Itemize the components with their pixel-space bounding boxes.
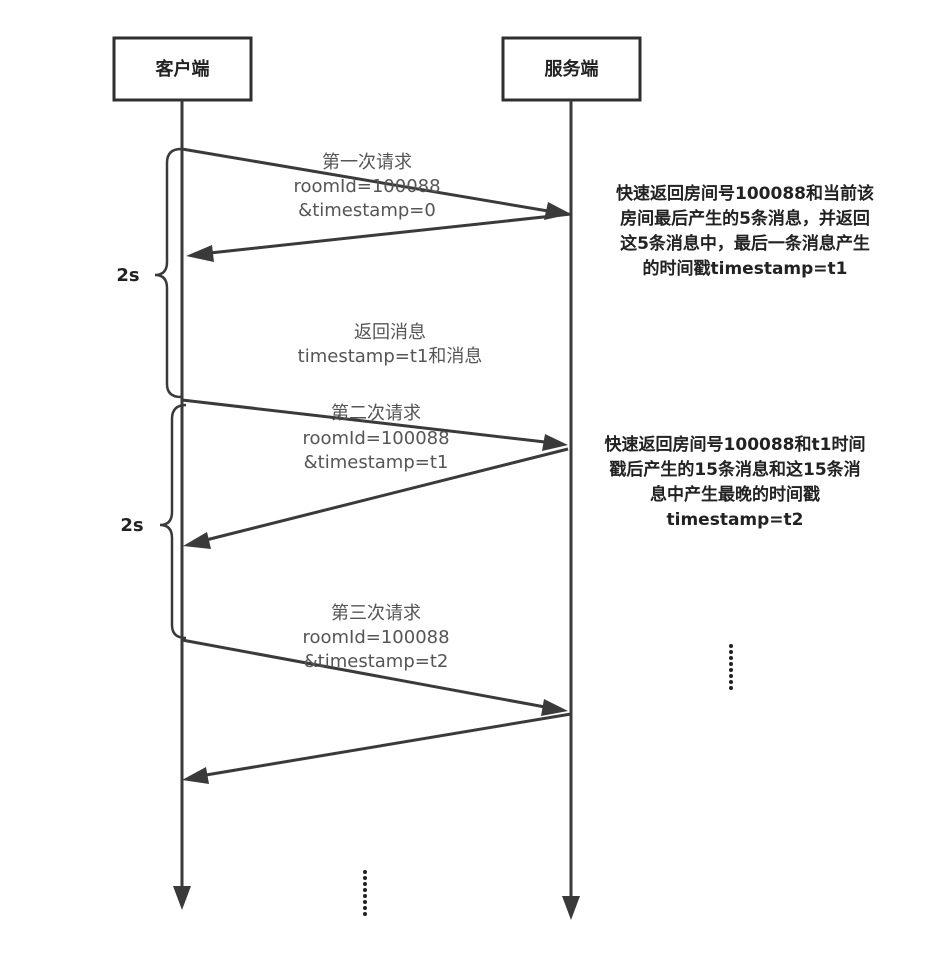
- client-actor: 客户端: [112, 36, 253, 102]
- first-note-line-3: 这5条消息中，最后一条消息产生: [620, 233, 870, 254]
- second-response-arrowhead: [183, 532, 211, 549]
- second-request-title: 第二次请求: [331, 403, 421, 424]
- second-request-param-room: roomId=100088: [302, 428, 449, 449]
- first-request-param-timestamp: &timestamp=0: [298, 200, 436, 221]
- third-response-arrow: [205, 712, 572, 777]
- first-request-title: 第一次请求: [322, 152, 412, 173]
- server-actor: 服务端: [501, 36, 642, 102]
- second-request-arrowhead: [542, 434, 568, 451]
- second-request-param-timestamp: &timestamp=t1: [304, 452, 449, 473]
- second-interval-brace: [159, 403, 187, 640]
- second-note-line-1: 快速返回房间号100088和t1时间: [605, 434, 866, 455]
- server-actor-label: 服务端: [545, 58, 599, 80]
- client-actor-label: 客户端: [156, 58, 210, 80]
- third-request-title: 第三次请求: [331, 603, 421, 624]
- server-lifeline-arrowhead: [562, 896, 580, 920]
- first-note-line-1: 快速返回房间号100088和当前该: [616, 183, 874, 204]
- client-actor-box: [112, 36, 253, 102]
- first-response-title: 返回消息: [354, 322, 426, 343]
- timeline-continuation-dots: [363, 870, 367, 916]
- second-note-line-4: timestamp=t2: [667, 510, 804, 530]
- first-response-detail: timestamp=t1和消息: [298, 346, 483, 367]
- first-response-arrow: [209, 212, 572, 255]
- second-note-line-2: 戳后产生的15条消息和这15条消: [609, 459, 860, 480]
- first-response-arrowhead: [186, 245, 214, 262]
- first-request-param-room: roomId=100088: [293, 176, 440, 197]
- server-side-continuation-dots: [729, 644, 733, 690]
- second-note-line-3: 息中产生最晚的时间戳: [650, 484, 820, 505]
- first-note-line-4: 的时间戳timestamp=t1: [643, 258, 848, 279]
- second-server-note: 快速返回房间号100088和t1时间 戳后产生的15条消息和这15条消 息中产生…: [605, 434, 866, 530]
- first-request-arrow: [181, 147, 549, 213]
- first-server-note: 快速返回房间号100088和当前该 房间最后产生的5条消息，并返回 这5条消息中…: [616, 183, 874, 279]
- second-request-arrow: [181, 398, 546, 444]
- third-request-arrowhead: [541, 699, 568, 716]
- third-request-arrow: [181, 638, 546, 709]
- third-response-arrowhead: [182, 767, 209, 784]
- client-lifeline-arrowhead: [173, 886, 191, 910]
- second-interval-label: 2s: [120, 515, 143, 536]
- first-interval-label: 2s: [116, 265, 139, 286]
- third-request-param-room: roomId=100088: [302, 627, 449, 648]
- first-note-line-2: 房间最后产生的5条消息，并返回: [620, 208, 870, 229]
- third-request-param-timestamp: &timestamp=t2: [304, 651, 449, 672]
- first-interval-brace: [154, 147, 182, 399]
- second-response-arrow: [205, 447, 569, 542]
